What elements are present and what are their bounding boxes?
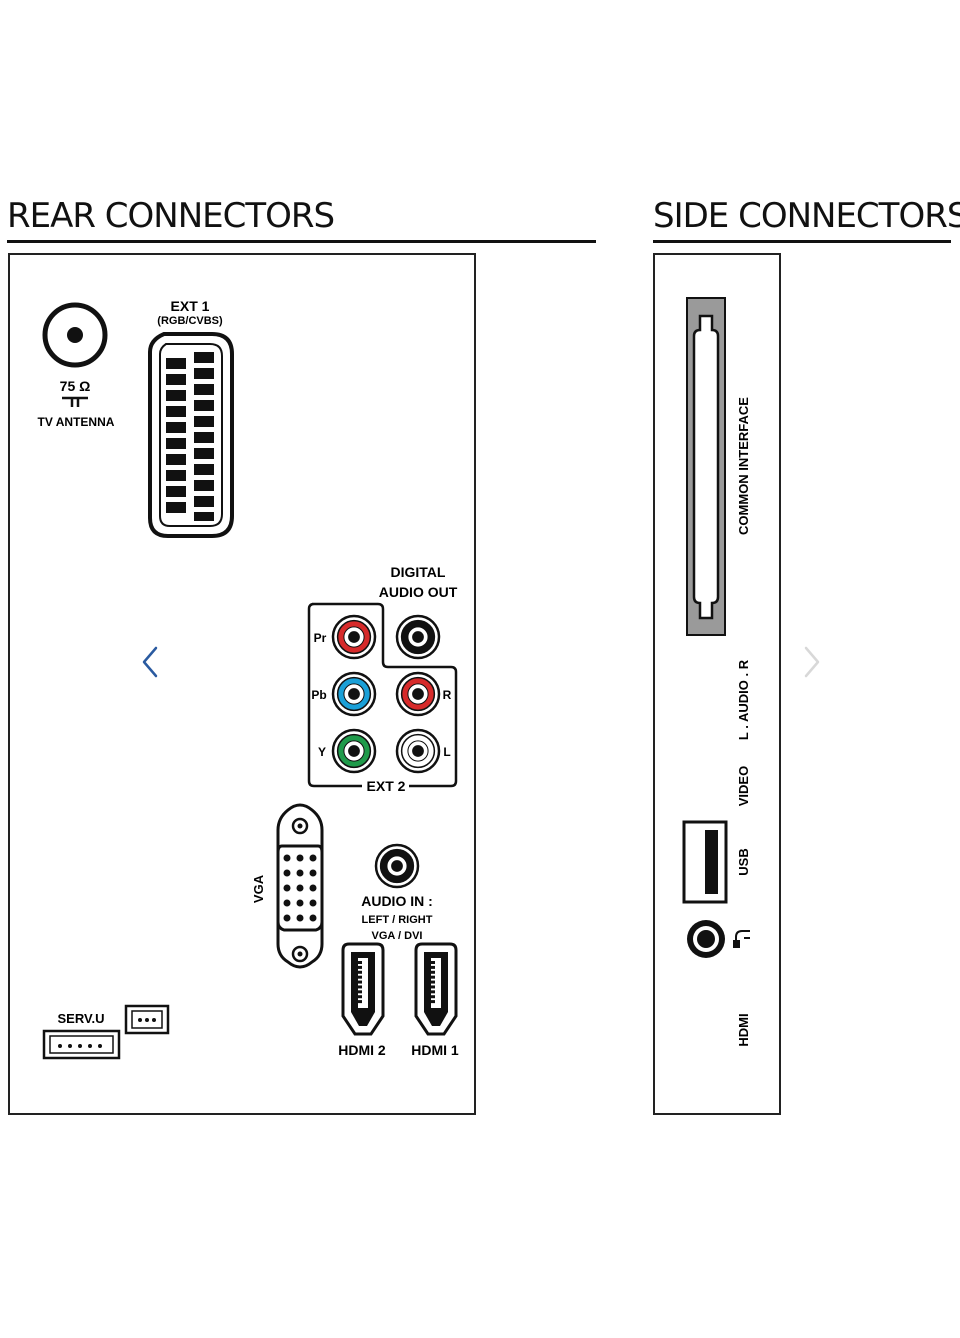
digital-audio-out-jack xyxy=(395,614,441,660)
service-port: SERV.U xyxy=(42,1004,170,1060)
common-interface-slot: COMMON INTERFACE xyxy=(686,297,751,636)
headphone-icon xyxy=(733,930,750,948)
side-hdmi-label: HDMI xyxy=(736,1013,751,1046)
ext2-group-outline xyxy=(307,602,458,788)
tv-antenna-connector: 75 Ω TV ANTENNA xyxy=(38,302,115,429)
l-label: L xyxy=(443,745,450,759)
ext1-label: EXT 1 xyxy=(171,298,210,314)
pb-jack xyxy=(331,671,377,717)
r-label: R xyxy=(443,688,452,702)
tv-antenna-label: TV ANTENNA xyxy=(38,415,115,429)
y-label: Y xyxy=(318,745,326,759)
common-interface-label: COMMON INTERFACE xyxy=(736,397,751,535)
next-arrow-button[interactable] xyxy=(792,632,832,692)
usb-port: USB xyxy=(682,820,751,904)
digital-audio-out-label-line1: DIGITAL xyxy=(391,564,446,580)
y-jack xyxy=(331,728,377,774)
audio-l-jack xyxy=(395,728,441,774)
pb-label: Pb xyxy=(311,688,326,702)
antenna-symbol-icon xyxy=(62,396,88,407)
audio-r-jack xyxy=(395,671,441,717)
hdmi1-label: HDMI 1 xyxy=(411,1042,459,1058)
side-audio-label: L . AUDIO . R xyxy=(736,659,751,740)
ext1-scart-connector: EXT 1 (RGB/CVBS) xyxy=(148,298,234,538)
service-label: SERV.U xyxy=(58,1011,105,1026)
pr-label: Pr xyxy=(314,631,327,645)
rear-heading-rule xyxy=(7,240,596,243)
side-heading-rule xyxy=(653,240,951,243)
side-connectors-heading: SIDE CONNECTORS xyxy=(653,196,960,236)
vga-connector: VGA xyxy=(251,803,324,969)
audio-in-label-line1: AUDIO IN : xyxy=(361,893,433,909)
ext1-sublabel: (RGB/CVBS) xyxy=(157,315,223,327)
hdmi2-port xyxy=(341,942,385,1036)
chevron-right-icon xyxy=(804,646,820,678)
digital-audio-out-label-line2: AUDIO OUT xyxy=(379,584,458,600)
audio-in-label-line2: LEFT / RIGHT xyxy=(362,914,433,926)
usb-label: USB xyxy=(736,848,751,875)
hdmi1-port xyxy=(414,942,458,1036)
chevron-left-icon xyxy=(142,646,158,678)
side-video-label: VIDEO xyxy=(736,766,751,806)
ext2-label: EXT 2 xyxy=(367,778,406,794)
vga-label: VGA xyxy=(251,874,266,903)
antenna-impedance-label: 75 Ω xyxy=(60,378,91,394)
headphone-jack xyxy=(687,920,750,958)
audio-in-jack xyxy=(374,843,420,889)
hdmi2-label: HDMI 2 xyxy=(338,1042,386,1058)
previous-arrow-button[interactable] xyxy=(130,632,170,692)
pr-jack xyxy=(331,614,377,660)
audio-in-label-line3: VGA / DVI xyxy=(372,930,423,942)
rear-connectors-heading: REAR CONNECTORS xyxy=(7,196,335,236)
